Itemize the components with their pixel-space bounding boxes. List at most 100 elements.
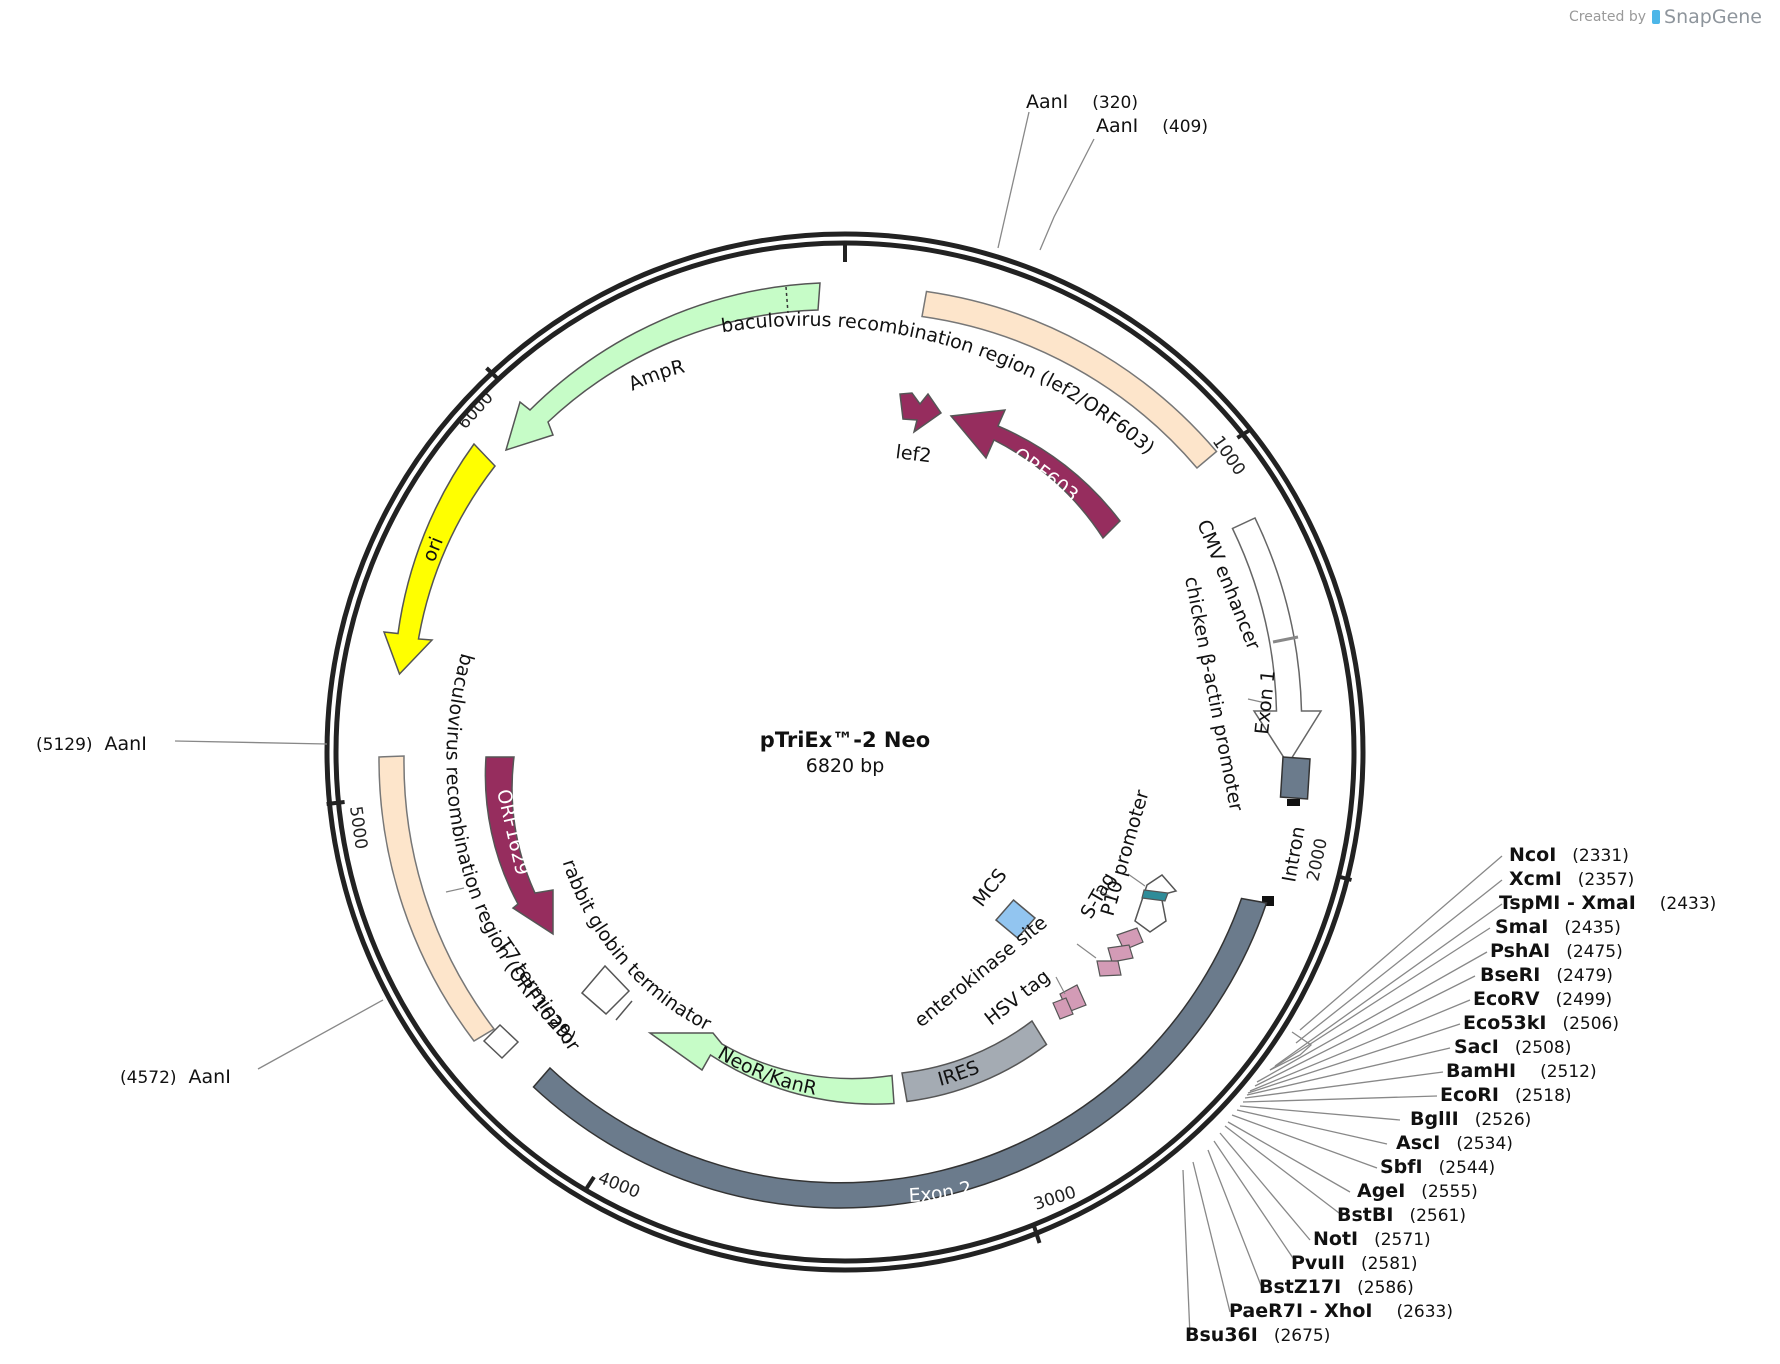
site-bseri-name: BseRI	[1480, 964, 1540, 986]
site-pvuii-name: PvuII	[1291, 1252, 1345, 1274]
leader-aani-5129	[174, 740, 328, 745]
leader-bstz17i	[1207, 1149, 1263, 1289]
site-aani-409: AanI(409)	[1096, 115, 1208, 137]
site-sbfi-name: SbfI	[1380, 1156, 1423, 1178]
leader-paer7i	[1192, 1161, 1231, 1313]
site-bseri-pos: (2479)	[1556, 966, 1613, 986]
ruler-label-2000: 2000	[1303, 837, 1332, 883]
site-paer7i-xhoi-pos: (2633)	[1396, 1302, 1453, 1322]
site-agei-name: AgeI	[1357, 1180, 1405, 1202]
feature-s-tag[interactable]	[1141, 889, 1169, 902]
leader-eco53ki	[1247, 1023, 1461, 1094]
leader-bseri	[1254, 975, 1476, 1087]
feature-baculo-lef2-orf603[interactable]	[921, 290, 1218, 470]
leader-bsu36i	[1182, 1169, 1191, 1337]
leader-noti	[1219, 1132, 1311, 1241]
leader-ecori	[1242, 1095, 1438, 1103]
site-pshai: PshAI(2475)	[1490, 940, 1623, 962]
feature-enterokinase-site-2[interactable]	[1107, 944, 1134, 963]
ruler	[326, 242, 1353, 1244]
site-bamhi-pos: (2512)	[1540, 1062, 1597, 1082]
site-agei-pos: (2555)	[1421, 1182, 1478, 1202]
leader-ecorv	[1249, 999, 1471, 1092]
leader-sbfi	[1231, 1114, 1378, 1169]
leader-pvuii	[1213, 1140, 1298, 1265]
feature-baculo-orf1629[interactable]	[378, 755, 496, 1042]
ruler-label-5000: 5000	[345, 805, 371, 851]
ruler-tick-4000	[583, 1175, 596, 1192]
label-neor-kanr: NeoR/KanR	[714, 1042, 819, 1099]
site-aani-409-pos: (409)	[1162, 117, 1208, 137]
site-smai: SmaI(2435)	[1495, 916, 1621, 938]
ruler-tick-3000	[1032, 1225, 1042, 1244]
site-aani-4572-name: AanI	[189, 1066, 231, 1088]
feature-p10-promoter[interactable]	[1134, 874, 1178, 933]
site-sbfi: SbfI(2544)	[1380, 1156, 1495, 1178]
site-paer7i-xhoi-name: PaeR7I - XhoI	[1229, 1300, 1372, 1322]
rabbit-terminator-stub	[615, 1000, 633, 1021]
site-paer7i-xhoi: PaeR7I - XhoI (2633)	[1229, 1300, 1453, 1322]
label-leaders	[445, 698, 1271, 995]
site-eco53ki: Eco53kI(2506)	[1463, 1012, 1619, 1034]
site-ecorv: EcoRV(2499)	[1473, 988, 1612, 1010]
leader-smai	[1269, 927, 1491, 1071]
site-asci: AscI(2534)	[1396, 1132, 1513, 1154]
leader-bstbi	[1224, 1125, 1344, 1217]
feature-exon2[interactable]	[532, 897, 1268, 1209]
site-aani-320-name: AanI	[1026, 91, 1068, 113]
ruler-label-1000: 1000	[1208, 432, 1249, 479]
plasmid-length: 6820 bp	[806, 755, 885, 777]
site-bstz17i: BstZ17I(2586)	[1259, 1276, 1414, 1298]
backbone-outer-ring	[324, 231, 1366, 1273]
site-ecorv-name: EcoRV	[1473, 988, 1540, 1010]
site-tspmi-xmai: TspMI - XmaI(2433)	[1499, 892, 1716, 914]
snapgene-logo-icon	[1652, 10, 1661, 24]
site-ecori: EcoRI(2518)	[1440, 1084, 1572, 1106]
ruler-tick-6000	[485, 366, 500, 381]
ampr-promoter-boundary	[785, 286, 789, 314]
label-ampr: AmpR	[625, 356, 687, 396]
credit-prefix: Created by	[1569, 9, 1647, 25]
site-ncoi-pos: (2331)	[1572, 846, 1629, 866]
leader-aani-4572	[257, 999, 384, 1070]
site-aani-4572-pos: (4572)	[120, 1068, 177, 1088]
label-lef2: lef2	[894, 441, 932, 467]
site-bstz17i-name: BstZ17I	[1259, 1276, 1341, 1298]
label-rabbit-globin-terminator: rabbit globin terminator	[558, 857, 715, 1036]
site-tspmi-xmai-pos: (2433)	[1660, 894, 1717, 914]
feature-enterokinase-site-3[interactable]	[1096, 960, 1122, 977]
leader-s-tag	[1097, 889, 1119, 902]
feature-rabbit-globin-terminator[interactable]	[580, 964, 631, 1016]
feature-enterokinase-site-1[interactable]	[1116, 927, 1144, 951]
credit-brand: SnapGene	[1664, 6, 1762, 28]
feature-hsv-tag-2[interactable]	[1052, 997, 1074, 1020]
feature-ori[interactable]	[382, 442, 496, 676]
feature-ires[interactable]	[901, 1019, 1048, 1103]
site-bsu36i: Bsu36I(2675)	[1185, 1324, 1330, 1346]
site-bamhi: BamHI (2512)	[1446, 1060, 1597, 1082]
leader-enterokinase	[1076, 943, 1097, 959]
feature-orf603[interactable]	[949, 409, 1121, 540]
site-ecori-pos: (2518)	[1515, 1086, 1572, 1106]
leader-xcmi	[1295, 879, 1503, 1044]
feature-ampr[interactable]	[504, 282, 821, 452]
feature-mcs[interactable]	[994, 898, 1037, 940]
site-noti: NotI(2571)	[1313, 1228, 1431, 1250]
feature-neor-kanr[interactable]	[647, 1032, 895, 1105]
ruler-tick-1000	[1236, 427, 1252, 440]
site-aani-320: AanI(320)	[1026, 91, 1138, 113]
site-bamhi-name: BamHI	[1446, 1060, 1516, 1082]
feature-orf1629[interactable]	[484, 756, 554, 936]
feature-lef2[interactable]	[899, 392, 943, 434]
site-pvuii: PvuII(2581)	[1291, 1252, 1418, 1274]
feature-exon1[interactable]	[1279, 756, 1311, 800]
site-saci: SacI(2508)	[1454, 1036, 1571, 1058]
feature-t7-terminator[interactable]	[482, 1023, 520, 1060]
leader-hsv	[1055, 976, 1066, 995]
leader-orf1629-region	[445, 887, 465, 893]
site-aani-5129-pos: (5129)	[36, 735, 93, 755]
leader-aani-409	[1039, 138, 1095, 251]
site-smai-pos: (2435)	[1564, 918, 1621, 938]
site-asci-pos: (2534)	[1456, 1134, 1513, 1154]
